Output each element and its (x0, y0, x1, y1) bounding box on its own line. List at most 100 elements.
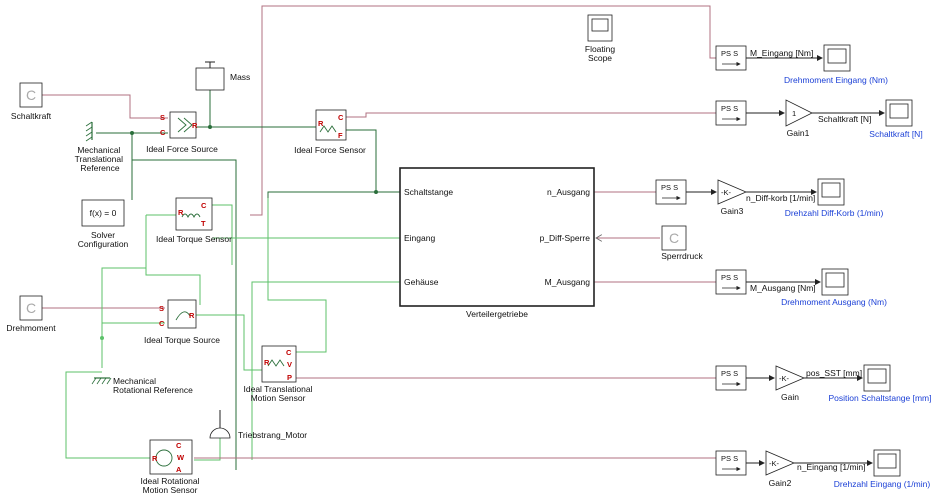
mech-trans-ref-block[interactable] (85, 121, 93, 142)
verteilergetriebe-subsystem[interactable]: Schaltstange Eingang Gehäuse n_Ausgang p… (399, 167, 595, 307)
svg-text:P: P (287, 373, 292, 382)
wire-sst-branch[interactable] (267, 191, 376, 198)
wire-rot-ref[interactable] (101, 322, 165, 368)
wire-m-eingang[interactable] (250, 5, 716, 216)
svg-text:R: R (264, 358, 270, 367)
svg-text:S: S (159, 304, 164, 313)
solver-config-block[interactable]: f(x) = 0 (81, 199, 125, 227)
svg-text:R: R (152, 454, 158, 463)
port-eingang: Eingang (404, 233, 435, 243)
port-gehaeuse: Gehäuse (404, 277, 439, 287)
port-schaltstange: Schaltstange (404, 187, 453, 197)
wire-rot-up[interactable] (101, 267, 146, 338)
signal-schaltkraft: Schaltkraft [N] (818, 114, 871, 124)
wire-schaltkraft-sig[interactable] (346, 112, 716, 118)
scope-position-label: Position Schaltstange [mm] (829, 393, 932, 403)
svg-text:PS S: PS S (721, 273, 738, 282)
port-p-diff-sperre: p_Diff-Sperre (540, 233, 591, 243)
svg-text:-K-: -K- (721, 188, 732, 197)
scope-drehmoment-ausgang-label: Drehmoment Ausgang (Nm) (781, 297, 887, 307)
mech-trans-ref-label: Mechanical Translational Reference (75, 145, 126, 173)
svg-text:R: R (189, 311, 195, 320)
ps-converter-6[interactable]: PS S (715, 450, 747, 476)
scope-drehmoment-eingang[interactable] (823, 44, 851, 72)
gain3-block[interactable]: -K- (717, 179, 748, 205)
svg-text:R: R (178, 208, 184, 217)
floating-scope-block[interactable] (587, 14, 613, 42)
svg-text:f(x) = 0: f(x) = 0 (90, 208, 117, 218)
scope-schaltkraft[interactable] (885, 99, 913, 127)
ideal-force-source-block[interactable]: S C R (160, 111, 198, 139)
sperrdruck-label: Sperrdruck (661, 251, 703, 261)
svg-text:C: C (176, 441, 182, 450)
svg-text:W: W (177, 453, 185, 462)
wire-tms-c[interactable] (267, 198, 327, 353)
port-m-ausgang: M_Ausgang (545, 277, 591, 287)
svg-text:C: C (160, 128, 166, 137)
schaltkraft-source[interactable]: C (19, 82, 43, 108)
triebstrang-motor-label: Triebstrang_Motor (238, 430, 307, 440)
scope-position[interactable] (863, 364, 891, 392)
svg-text:C: C (159, 319, 165, 328)
wire-schaltstange[interactable] (346, 129, 400, 193)
svg-text:-K-: -K- (779, 374, 790, 383)
ps-converter-3[interactable]: PS S (655, 179, 687, 205)
scope-drehmoment-eingang-label: Drehmoment Eingang (Nm) (784, 75, 888, 85)
triebstrang-motor-block[interactable] (209, 410, 231, 439)
wire-rms-loop[interactable] (65, 371, 150, 459)
ideal-trans-motion-sensor-block[interactable]: C R V P (261, 345, 297, 383)
wire-tq-r[interactable] (195, 314, 262, 371)
wire-gehaeuse[interactable] (251, 281, 400, 460)
ps-converter-2[interactable]: PS S (715, 100, 747, 126)
sperrdruck-source[interactable]: C (661, 225, 687, 251)
port-s: S (160, 113, 165, 122)
gain1-block[interactable]: 1 (785, 99, 813, 127)
ideal-torque-sensor-label: Ideal Torque Sensor (156, 234, 232, 244)
gain-block[interactable]: -K- (775, 365, 806, 391)
wire-ts-c[interactable] (212, 204, 233, 265)
svg-text:PS S: PS S (721, 104, 738, 113)
wires (40, 5, 885, 470)
mech-rot-ref-block[interactable] (91, 377, 112, 385)
scope-drehmoment-ausgang[interactable] (821, 268, 849, 296)
verteilergetriebe-label: Verteilergetriebe (466, 309, 528, 319)
scope-drehzahl-diff-label: Drehzahl Diff-Korb (1/min) (785, 208, 884, 218)
gain2-block[interactable]: -K- (765, 450, 796, 476)
svg-text:C: C (286, 348, 292, 357)
signal-pos-sst: pos_SST [mm] (806, 368, 862, 378)
ps-converter-4[interactable]: PS S (715, 269, 747, 295)
ideal-torque-source-block[interactable]: S C R (159, 299, 197, 329)
ideal-force-sensor-block[interactable]: C R F (315, 109, 347, 141)
signal-m-eingang: M_Eingang [Nm] (750, 48, 813, 58)
svg-text:PS S: PS S (721, 454, 738, 463)
scope-drehzahl-diff[interactable] (817, 178, 845, 206)
svg-text:R: R (192, 121, 198, 130)
svg-text:-K-: -K- (769, 459, 780, 468)
svg-text:1: 1 (792, 109, 796, 118)
ideal-rot-motion-sensor-block[interactable]: R C W A (149, 439, 193, 475)
ps-converter-1[interactable]: PS S (715, 45, 747, 71)
svg-text:PS S: PS S (661, 183, 678, 192)
schaltkraft-label: Schaltkraft (11, 111, 52, 121)
svg-text:V: V (287, 360, 292, 369)
svg-text:C: C (201, 201, 207, 210)
drehmoment-source[interactable]: C (19, 295, 43, 321)
svg-text:A: A (176, 465, 182, 474)
wire-triebstrang[interactable] (194, 428, 221, 461)
ideal-torque-sensor-block[interactable]: R C T (175, 197, 213, 231)
svg-text:PS S: PS S (721, 49, 738, 58)
svg-text:F: F (338, 131, 343, 140)
scope-drehzahl-eingang[interactable] (873, 449, 901, 477)
ps-converter-5[interactable]: PS S (715, 365, 747, 391)
wire-schaltkraft-src[interactable] (40, 94, 168, 119)
svg-text:C: C (669, 230, 679, 246)
mass-block[interactable] (195, 61, 225, 91)
scope-drehzahl-eingang-label: Drehzahl Eingang (1/min) (834, 479, 931, 489)
wire-ts-loop[interactable] (145, 215, 201, 305)
